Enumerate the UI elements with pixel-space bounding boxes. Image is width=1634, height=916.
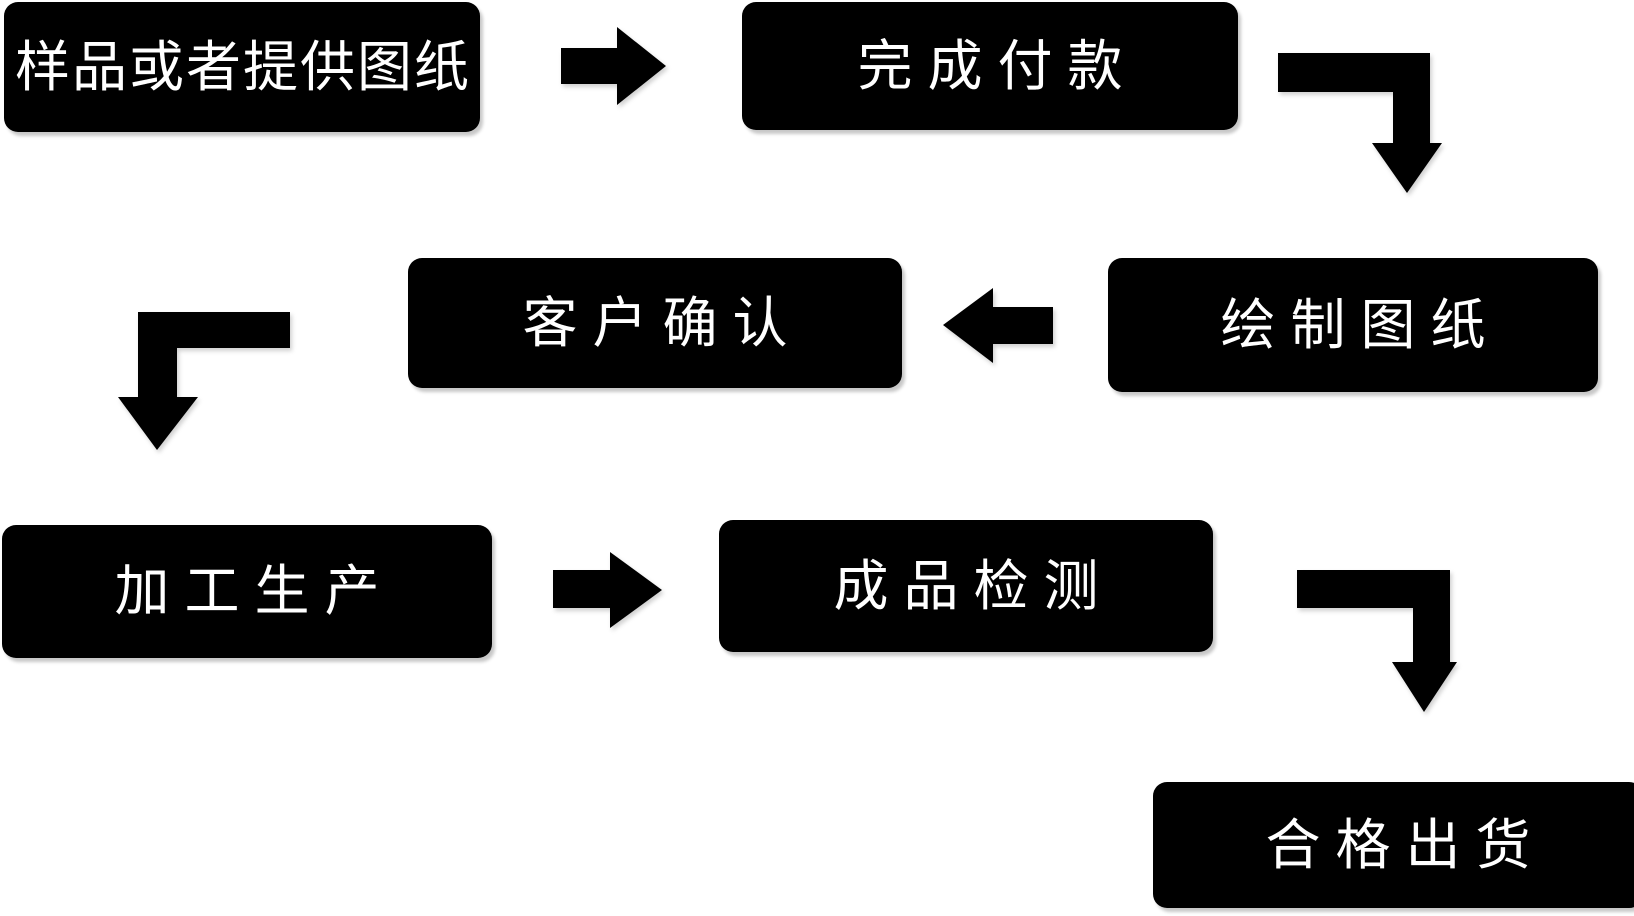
flow-node-label: 合格出货 <box>1265 813 1546 876</box>
arrow-right-icon <box>561 27 666 105</box>
flow-node-customer-confirm: 客户确认 <box>408 258 902 388</box>
flow-node-label: 样品或者提供图纸 <box>14 35 471 98</box>
elbow-arrow-right-down-icon <box>1278 53 1442 193</box>
flow-node-sample-or-drawings: 样品或者提供图纸 <box>4 2 480 132</box>
flow-node-label: 加工生产 <box>114 560 395 622</box>
flow-node-qualified-shipment: 合格出货 <box>1153 782 1634 908</box>
arrow-left-icon <box>943 288 1053 363</box>
flow-node-label: 客户确认 <box>522 291 803 354</box>
elbow-arrow-right-down-icon <box>1297 570 1457 712</box>
flow-node-finished-inspection: 成品检测 <box>719 520 1213 652</box>
elbow-arrow-left-down-icon <box>118 312 290 450</box>
flow-node-label: 成品检测 <box>833 554 1114 617</box>
flow-node-processing-production: 加工生产 <box>2 525 492 658</box>
flow-node-complete-payment: 完成付款 <box>742 2 1238 130</box>
flow-node-label: 绘制图纸 <box>1220 293 1501 356</box>
arrow-right-icon <box>553 552 662 628</box>
flow-node-draw-drawings: 绘制图纸 <box>1108 258 1598 392</box>
flow-node-label: 完成付款 <box>857 34 1138 97</box>
